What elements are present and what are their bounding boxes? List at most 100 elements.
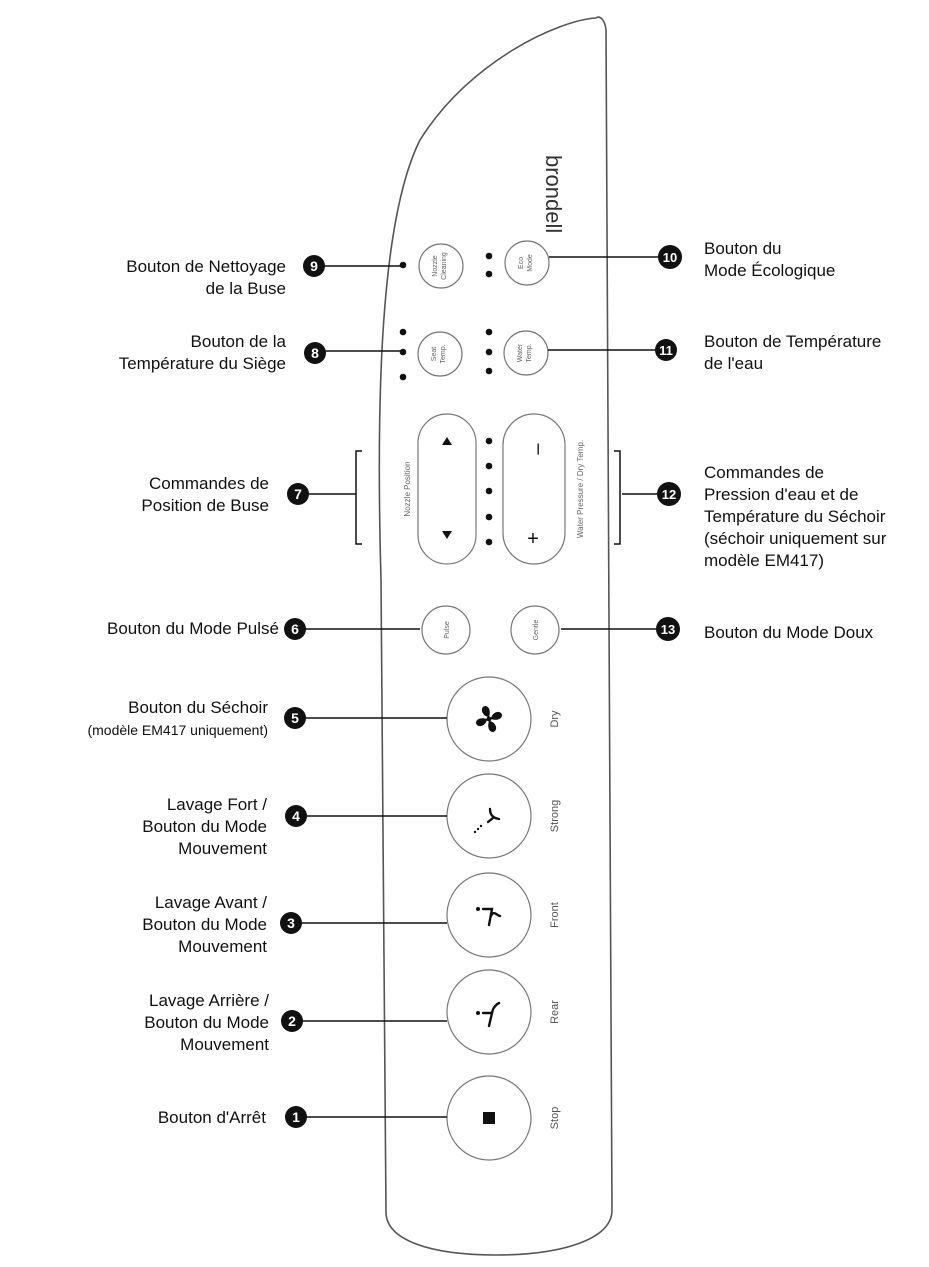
minus-symbol: –	[528, 443, 550, 455]
label-nozzle-cleaning: Bouton de Nettoyage de la Buse	[126, 256, 286, 300]
front-label: Front	[549, 902, 561, 928]
label-line: de l'eau	[704, 354, 764, 373]
nozzle-cleaning-label-1: Nozzle	[432, 255, 439, 277]
callout-4: 4	[285, 805, 307, 827]
callout-10-number: 10	[663, 250, 677, 265]
strong-label: Strong	[549, 800, 561, 832]
label-line: modèle EM417)	[704, 551, 825, 570]
callout-2-number: 2	[288, 1013, 296, 1029]
label-line: Mouvement	[178, 839, 267, 858]
label-line: Bouton du Mode	[142, 915, 267, 934]
callout-7-number: 7	[294, 486, 302, 502]
label-line: Pression d'eau et de	[704, 485, 859, 504]
label-line: Mouvement	[178, 937, 267, 956]
label-line: Bouton de Nettoyage	[126, 257, 286, 276]
water-pressure-label: Water Pressure / Dry Temp.	[576, 440, 585, 538]
label-line: Bouton du Mode Pulsé	[106, 619, 279, 638]
label-line: Lavage Fort /	[166, 795, 267, 814]
label-line: Mode Écologique	[704, 261, 836, 280]
label-line: Bouton de Température	[704, 332, 882, 351]
label-line: Température du Siège	[118, 354, 286, 373]
label-water-temp: Bouton de Température de l'eau	[704, 331, 881, 375]
label-line: Mouvement	[180, 1035, 269, 1054]
seat-temp-label-2: Temp.	[440, 344, 447, 363]
callout-13-number: 13	[661, 622, 675, 637]
label-line: (séchoir uniquement sur	[704, 529, 887, 548]
label-water-pressure: Commandes de Pression d'eau et de Tempér…	[704, 462, 886, 572]
label-pulse: Bouton du Mode Pulsé	[107, 618, 279, 640]
nozzle-position-label: Nozzle Position	[403, 461, 412, 516]
water-temp-label-2: Temp.	[526, 343, 533, 362]
label-line: Position de Buse	[141, 496, 269, 515]
eco-mode-label-1: Eco	[518, 257, 525, 269]
front-wash-icon	[481, 907, 502, 927]
callout-5-number: 5	[291, 710, 299, 726]
label-line: Bouton du Mode Doux	[704, 623, 874, 642]
label-line: Bouton du Séchoir	[128, 698, 268, 717]
strong-button[interactable]	[446, 773, 532, 859]
callout-5: 5	[284, 707, 306, 729]
water-pressure-control[interactable]	[502, 413, 566, 565]
label-rear: Lavage Arrière / Bouton du Mode Mouvemen…	[144, 990, 269, 1056]
dry-label: Dry	[549, 710, 561, 728]
arrow-up-icon	[442, 437, 452, 445]
callout-9: 9	[303, 255, 325, 277]
callout-13: 13	[656, 617, 680, 641]
nozzle-position-control[interactable]	[417, 413, 477, 565]
label-eco-mode: Bouton du Mode Écologique	[704, 238, 835, 282]
rear-label: Rear	[549, 1000, 561, 1024]
leader-lines	[291, 256, 665, 1118]
label-line: (modèle EM417 uniquement)	[87, 722, 268, 738]
stop-button[interactable]	[446, 1075, 532, 1161]
stop-icon	[483, 1112, 495, 1124]
callout-12-number: 12	[662, 487, 676, 502]
gentle-button[interactable]: Gentle	[510, 605, 560, 655]
gentle-label: Gentle	[533, 620, 540, 641]
label-stop: Bouton d'Arrêt	[158, 1107, 266, 1129]
label-line: Commandes de	[704, 463, 825, 482]
indicator-dots	[399, 252, 493, 546]
label-line: de la Buse	[205, 279, 286, 298]
label-line: Commandes de	[148, 474, 269, 493]
callout-3-number: 3	[287, 915, 295, 931]
label-nozzle-position: Commandes de Position de Buse	[141, 473, 269, 517]
eco-mode-label-2: Mode	[527, 254, 534, 272]
water-temp-button[interactable]: Water Temp.	[503, 330, 549, 376]
nozzle-cleaning-button[interactable]: Nozzle Cleaning	[418, 243, 464, 289]
label-gentle: Bouton du Mode Doux	[704, 622, 873, 644]
pulse-label: Pulse	[444, 621, 451, 639]
callout-6: 6	[284, 618, 306, 640]
label-line: Bouton d'Arrêt	[157, 1108, 266, 1127]
label-strong: Lavage Fort / Bouton du Mode Mouvement	[142, 794, 267, 860]
label-line: Bouton du	[704, 239, 782, 258]
dry-button[interactable]	[446, 676, 532, 762]
callout-2: 2	[281, 1010, 303, 1032]
label-dry: Bouton du Séchoir (modèle EM417 uniqueme…	[87, 697, 268, 741]
callout-11: 11	[655, 339, 677, 361]
eco-mode-button[interactable]: Eco Mode	[504, 240, 550, 286]
label-line: Bouton de la	[190, 332, 286, 351]
stop-label: Stop	[549, 1107, 561, 1130]
callout-10: 10	[658, 245, 682, 269]
callout-11-number: 11	[659, 343, 673, 358]
remote-body	[378, 16, 613, 1256]
label-line: Lavage Avant /	[154, 893, 267, 912]
callout-6-number: 6	[291, 621, 299, 637]
front-button[interactable]	[446, 872, 532, 958]
label-line: Bouton du Mode	[142, 817, 267, 836]
rear-wash-icon	[481, 1001, 501, 1028]
callout-1: 1	[285, 1106, 307, 1128]
callout-12: 12	[657, 482, 681, 506]
seat-temp-button[interactable]: Seat Temp.	[417, 331, 463, 377]
water-temp-label-1: Water	[517, 343, 524, 362]
callout-3: 3	[280, 912, 302, 934]
rear-button[interactable]	[446, 969, 532, 1055]
arrow-down-icon	[442, 531, 452, 539]
strong-spray-icon	[486, 807, 501, 824]
seat-temp-label-1: Seat	[431, 347, 438, 361]
pulse-button[interactable]: Pulse	[421, 605, 471, 655]
label-front: Lavage Avant / Bouton du Mode Mouvement	[142, 892, 267, 958]
brand-logo: brondell	[541, 155, 566, 233]
